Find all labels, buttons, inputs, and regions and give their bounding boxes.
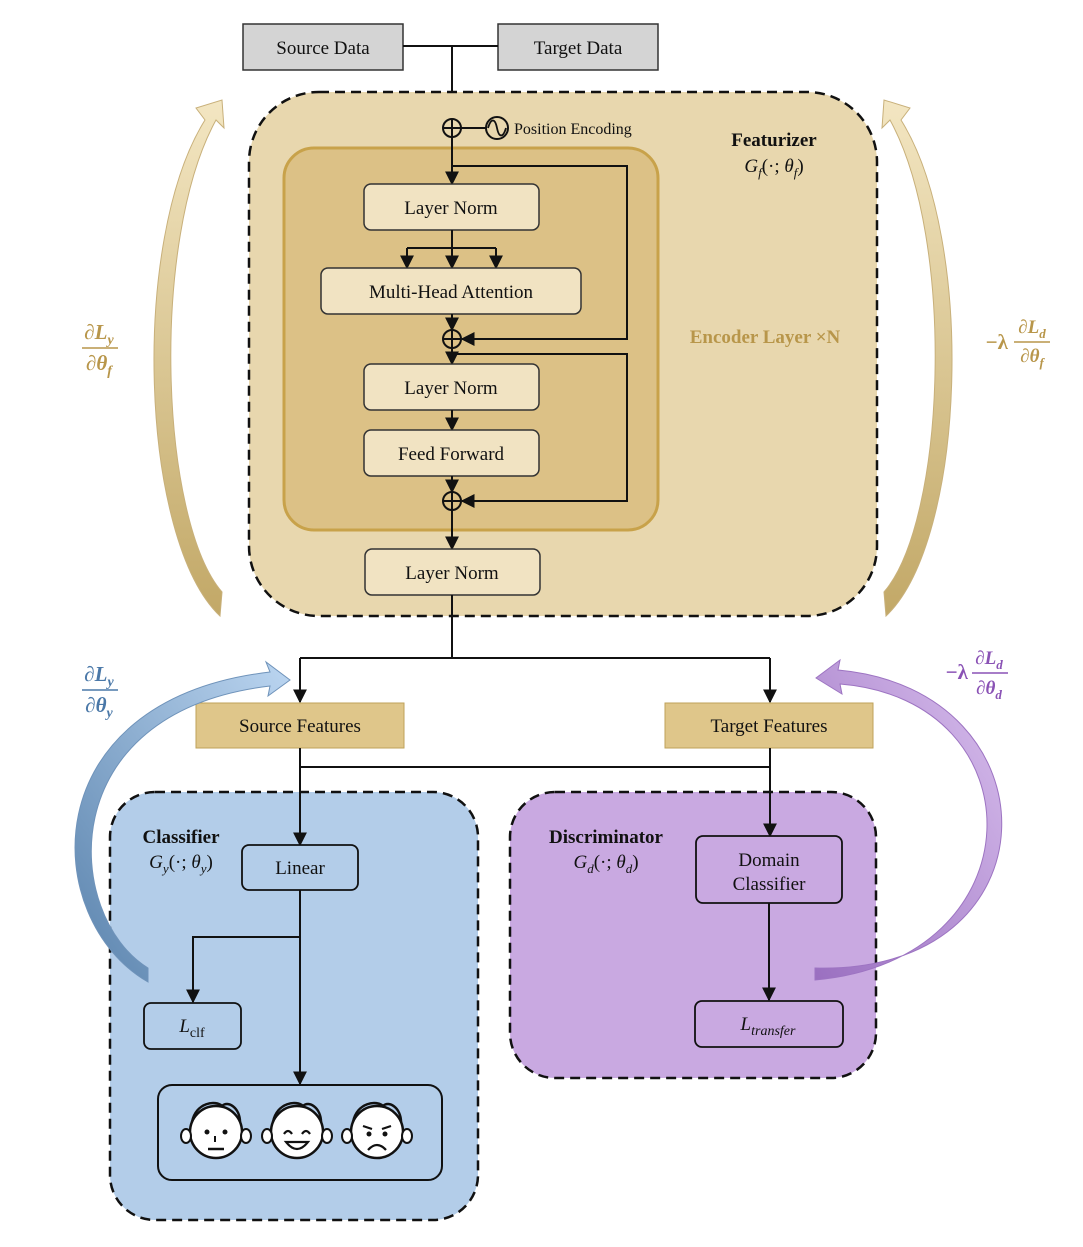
transfer-loss-label: Ltransfer	[740, 1014, 796, 1039]
gradient-label-right-top: −λ ∂Ld ∂θf	[986, 317, 1050, 370]
svg-text:∂Ly: ∂Ly	[84, 662, 114, 690]
feature-split-connector	[300, 595, 770, 659]
classification-loss-label: Lclf	[178, 1016, 205, 1041]
svg-text:∂Ld: ∂Ld	[975, 648, 1003, 672]
layer-norm-2-node: Layer Norm	[363, 363, 540, 411]
svg-text:∂θy: ∂θy	[85, 693, 113, 721]
encoder-layer-label: Encoder Layer ×N	[690, 327, 841, 348]
target-data-label: Target Data	[534, 38, 623, 59]
layer-norm-1-label: Layer Norm	[404, 198, 498, 219]
attention-split-connector	[406, 230, 497, 268]
source-data-node: Source Data	[242, 23, 404, 71]
residual-connection-1	[451, 137, 628, 346]
target-features-node: Target Features	[664, 702, 874, 749]
gradient-arrow-right	[881, 99, 953, 618]
neutral-face-icon	[180, 1101, 252, 1160]
featurizer-function: Gf(·; θf)	[744, 156, 803, 180]
domain-classifier-node: Domain Classifier	[695, 835, 843, 904]
layer-norm-final-label: Layer Norm	[405, 563, 499, 584]
multi-head-attention-label: Multi-Head Attention	[369, 282, 534, 303]
target-features-label: Target Features	[710, 716, 827, 737]
residual-adder-2	[442, 491, 462, 511]
svg-text:−λ: −λ	[946, 660, 969, 684]
source-features-label: Source Features	[239, 716, 361, 737]
linear-node: Linear	[241, 844, 359, 891]
layer-norm-1-node: Layer Norm	[363, 183, 540, 231]
classification-loss-node: Lclf	[143, 1002, 242, 1050]
smiling-face-icon	[261, 1101, 333, 1160]
sine-wave-icon	[485, 116, 509, 140]
classifier-title: Classifier	[142, 827, 220, 848]
position-encoding-adder	[442, 118, 462, 138]
source-features-node: Source Features	[195, 702, 405, 749]
discriminator-title: Discriminator	[549, 827, 664, 848]
svg-text:∂θf: ∂θf	[1020, 346, 1045, 370]
domain-classifier-label-line2: Classifier	[733, 874, 806, 895]
residual-adder-1	[442, 329, 462, 349]
discriminator-function: Gd(·; θd)	[573, 852, 638, 876]
transfer-loss-node: Ltransfer	[694, 1000, 844, 1048]
gradient-arrow-discriminator	[814, 658, 1003, 981]
svg-text:∂θd: ∂θd	[976, 678, 1002, 702]
featurizer-title: Featurizer	[731, 130, 817, 151]
feed-forward-node: Feed Forward	[363, 429, 540, 477]
svg-text:∂Ly: ∂Ly	[84, 320, 114, 348]
classifier-function: Gy(·; θy)	[149, 852, 213, 876]
layer-norm-2-label: Layer Norm	[404, 378, 498, 399]
gradient-label-right-bottom: −λ ∂Ld ∂θd	[946, 648, 1008, 702]
svg-text:−λ: −λ	[986, 330, 1009, 354]
linear-label: Linear	[275, 858, 325, 879]
domain-classifier-label-line1: Domain	[738, 850, 800, 871]
position-encoding-label: Position Encoding	[514, 121, 632, 138]
feed-forward-label: Feed Forward	[398, 444, 505, 465]
gradient-label-left-top: ∂Ly ∂θf	[82, 320, 118, 379]
target-data-node: Target Data	[497, 23, 659, 71]
residual-connection-2	[452, 353, 628, 508]
multi-head-attention-node: Multi-Head Attention	[320, 267, 582, 315]
layer-norm-final-node: Layer Norm	[364, 548, 541, 596]
svg-text:∂θf: ∂θf	[86, 351, 113, 379]
svg-text:∂Ld: ∂Ld	[1018, 317, 1046, 341]
linear-to-loss-arrow	[186, 936, 300, 1004]
sad-face-icon	[341, 1101, 413, 1160]
gradient-arrow-left	[153, 99, 225, 618]
gradient-arrow-classifier	[74, 660, 291, 983]
source-data-label: Source Data	[276, 38, 370, 59]
gradient-label-left-bottom: ∂Ly ∂θy	[82, 662, 118, 721]
